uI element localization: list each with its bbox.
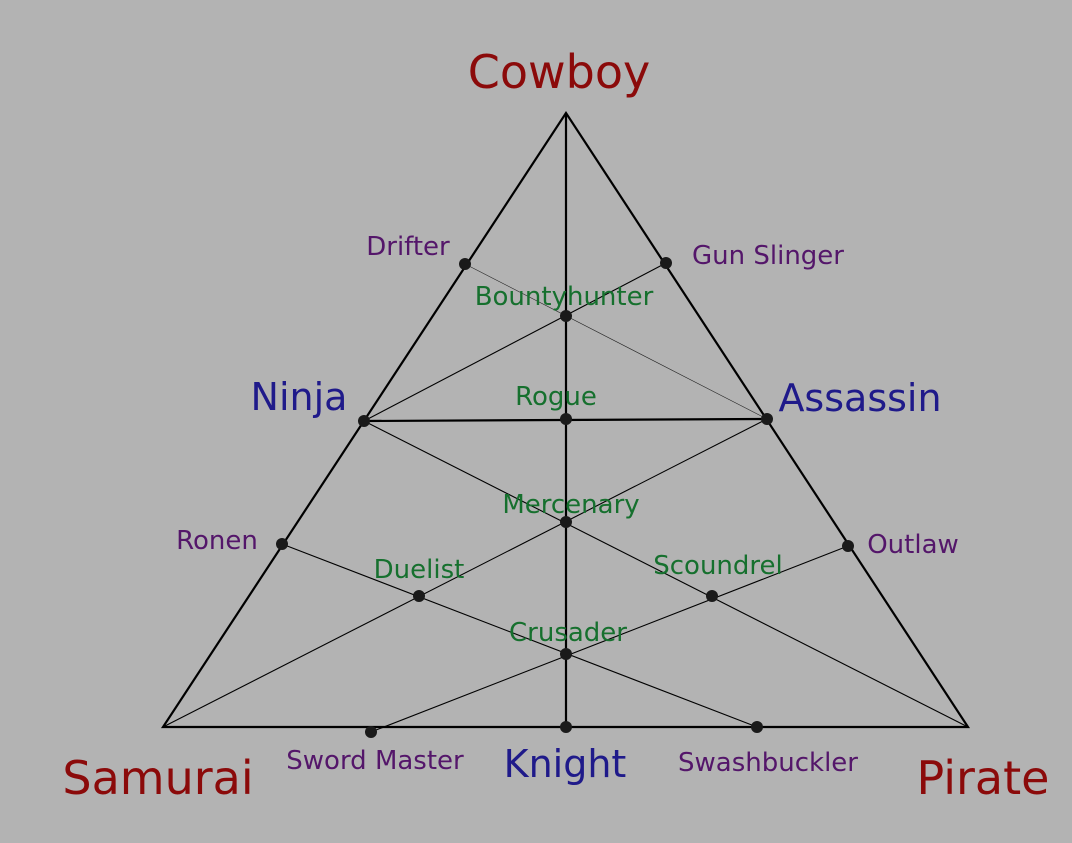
gunslinger-ninja-line — [363, 262, 667, 422]
sword-master-dot — [365, 726, 377, 738]
ninja-pirate-line — [363, 420, 969, 728]
label-duelist: Duelist — [374, 555, 465, 585]
label-crusader: Crusader — [509, 618, 627, 648]
outlaw-swordmaster-line — [370, 545, 849, 733]
ninja-dot — [358, 415, 370, 427]
node-dots — [276, 257, 854, 738]
label-scoundrel: Scoundrel — [653, 551, 783, 581]
label-bountyhunter: Bountyhunter — [475, 282, 654, 312]
label-swashbuckler: Swashbuckler — [678, 748, 858, 778]
drifter-dot — [459, 258, 471, 270]
gun-slinger-dot — [660, 257, 672, 269]
knight-dot — [560, 721, 572, 733]
drifter-assassin-line — [464, 263, 768, 420]
label-assassin: Assassin — [778, 376, 941, 420]
rogue-dot — [560, 413, 572, 425]
assassin-samurai-line — [162, 418, 768, 728]
crusader-dot — [560, 648, 572, 660]
label-ronen: Ronen — [176, 526, 258, 556]
bountyhunter-dot — [560, 310, 572, 322]
label-knight: Knight — [504, 742, 627, 786]
scoundrel-dot — [706, 590, 718, 602]
ronen-dot — [276, 538, 288, 550]
label-drifter: Drifter — [366, 232, 450, 262]
ronen-swashbuckler-line — [281, 543, 758, 728]
label-outlaw: Outlaw — [867, 530, 959, 560]
duelist-dot — [413, 590, 425, 602]
label-rogue: Rogue — [515, 382, 597, 412]
outlaw-dot — [842, 540, 854, 552]
label-sword-master: Sword Master — [286, 746, 464, 776]
swashbuckler-dot — [751, 721, 763, 733]
assassin-dot — [761, 413, 773, 425]
mercenary-dot — [560, 516, 572, 528]
label-pirate: Pirate — [917, 751, 1050, 805]
label-gun-slinger: Gun Slinger — [692, 241, 844, 271]
label-samurai: Samurai — [62, 751, 253, 805]
label-cowboy: Cowboy — [468, 45, 650, 99]
label-mercenary: Mercenary — [502, 490, 639, 520]
label-ninja: Ninja — [251, 375, 348, 419]
